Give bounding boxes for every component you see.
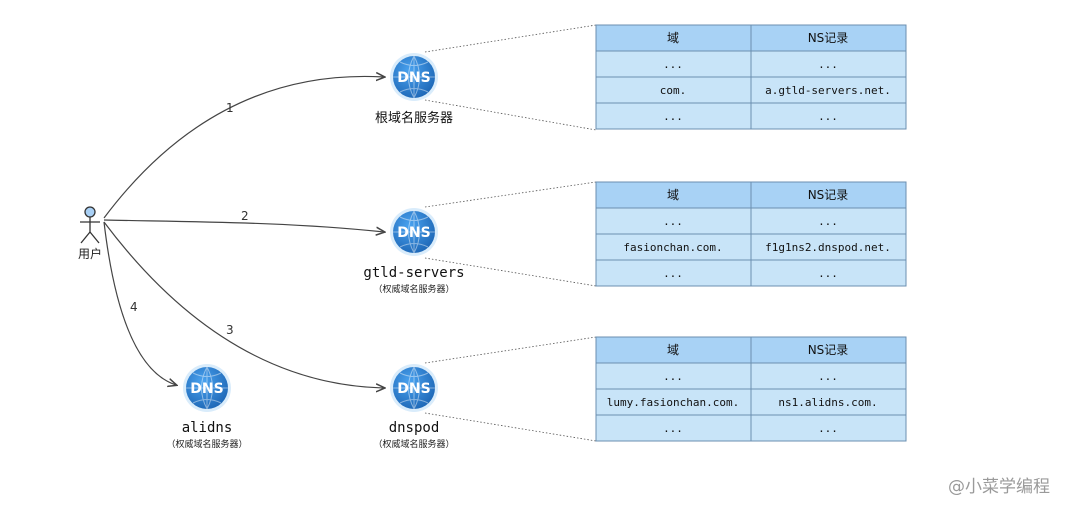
query-edges — [103, 76, 384, 388]
dns-globe-icon: DNS — [390, 364, 438, 412]
table-cell-domain: ... — [663, 215, 683, 228]
table-cell-ns: ... — [818, 267, 838, 280]
table-cell-domain: ... — [663, 58, 683, 71]
table-cell — [750, 414, 907, 442]
table-cell — [750, 207, 907, 235]
table-cell — [750, 233, 907, 261]
gtld-connector-top — [424, 181, 597, 208]
dns-globe-icon: DNS — [390, 208, 438, 256]
edge-label-3: 3 — [226, 323, 234, 337]
dns-icon-text: DNS — [397, 225, 430, 241]
table-cell-domain: ... — [663, 422, 683, 435]
table-header-cell — [595, 336, 752, 364]
table-header-cell — [750, 181, 907, 209]
table-header-domain: 域 — [667, 343, 679, 357]
alidns-server-name: alidns — [182, 420, 233, 436]
table-header-ns: NS记录 — [808, 343, 849, 357]
table-cell-ns: f1g1ns2.dnspod.net. — [765, 241, 891, 254]
gtld-server-subtitle: （权威域名服务器） — [373, 283, 454, 295]
gtld-ns-table — [595, 181, 907, 287]
table-header-domain: 域 — [667, 31, 679, 45]
root-connector-bottom — [424, 99, 597, 131]
gtld-connector-bottom — [424, 257, 597, 287]
edge-label-1: 1 — [226, 101, 234, 115]
gtld-server-node: DNS gtld-servers （权威域名服务器） — [363, 208, 465, 295]
table-cell-ns: ... — [818, 58, 838, 71]
table-header-ns: NS记录 — [808, 188, 849, 202]
edge-label-4: 4 — [130, 300, 138, 314]
table-connectors — [424, 24, 597, 442]
watermark: @小菜学编程 — [948, 477, 1050, 497]
root-server-node: DNS 根域名服务器 — [375, 53, 453, 126]
dnspod-ns-table — [595, 336, 907, 442]
table-cell — [595, 362, 752, 390]
dns-icon-text: DNS — [397, 70, 430, 86]
root-connector-top — [424, 24, 597, 53]
dnspod-server-name: dnspod — [389, 420, 440, 436]
table-cell — [595, 207, 752, 235]
dnspod-connector-bottom — [424, 412, 597, 442]
alidns-server-subtitle: （权威域名服务器） — [166, 438, 247, 450]
table-header-ns: NS记录 — [808, 31, 849, 45]
table-cell — [750, 388, 907, 416]
dnspod-server-subtitle: （权威域名服务器） — [373, 438, 454, 450]
table-cell-domain: com. — [660, 84, 687, 97]
dnspod-server-node: DNS dnspod （权威域名服务器） — [373, 364, 455, 450]
root-server-name: 根域名服务器 — [375, 110, 453, 126]
user-label: 用户 — [78, 246, 102, 261]
gtld-server-name: gtld-servers — [363, 265, 464, 281]
user-actor: 用户 — [78, 206, 102, 261]
table-cell-domain: fasionchan.com. — [623, 241, 722, 254]
table-cell-ns: a.gtld-servers.net. — [765, 84, 891, 97]
edge-1-root — [103, 76, 384, 219]
edge-label-2: 2 — [241, 209, 249, 223]
dns-icon-text: DNS — [190, 381, 223, 397]
alidns-server-node: DNS alidns （权威域名服务器） — [166, 364, 248, 450]
table-cell-domain: ... — [663, 267, 683, 280]
user-icon — [80, 206, 100, 244]
table-cell — [750, 362, 907, 390]
table-cell — [595, 102, 752, 130]
table-cell — [750, 102, 907, 130]
table-cell-ns: ... — [818, 215, 838, 228]
table-cell — [750, 259, 907, 287]
dnspod-connector-top — [424, 336, 597, 364]
table-header-domain: 域 — [667, 188, 679, 202]
edge-2-gtld — [103, 219, 384, 232]
dns-globe-icon: DNS — [390, 53, 438, 101]
table-header-cell — [750, 24, 907, 52]
table-cell — [595, 233, 752, 261]
table-cell-ns: ... — [818, 422, 838, 435]
edge-3-dnspod — [103, 221, 384, 388]
table-cell — [595, 259, 752, 287]
table-cell-ns: ... — [818, 110, 838, 123]
dns-globe-icon: DNS — [183, 364, 231, 412]
edge-4-alidns — [103, 221, 176, 385]
table-header-cell — [750, 336, 907, 364]
root-ns-table — [595, 24, 907, 130]
table-cell — [750, 50, 907, 78]
table-cell-domain: lumy.fasionchan.com. — [607, 396, 739, 409]
table-cell — [595, 76, 752, 104]
dns-icon-text: DNS — [397, 381, 430, 397]
table-cell-ns: ns1.alidns.com. — [778, 396, 877, 409]
table-cell — [595, 50, 752, 78]
table-cell-ns: ... — [818, 370, 838, 383]
table-cell — [595, 414, 752, 442]
table-cell-domain: ... — [663, 110, 683, 123]
table-cell-domain: ... — [663, 370, 683, 383]
